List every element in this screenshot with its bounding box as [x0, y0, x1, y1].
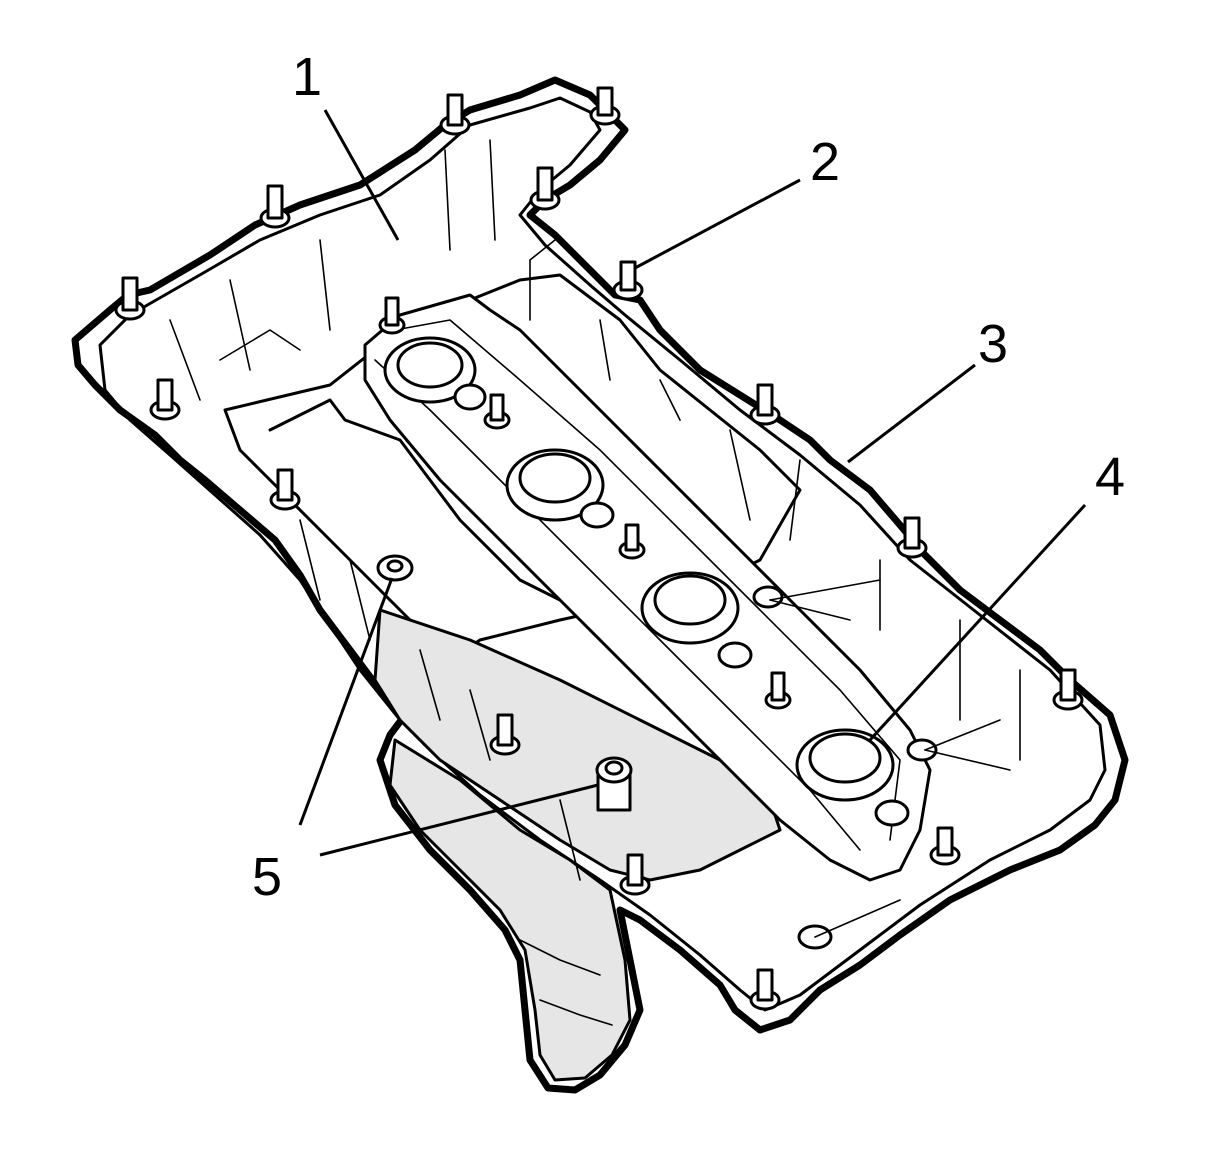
- callout-labels: 1 2 3 4 5: [252, 47, 1125, 907]
- leader-line-5b: [319, 783, 599, 857]
- stud: [269, 468, 301, 511]
- stud: [619, 853, 651, 896]
- stud: [259, 184, 291, 229]
- stud: [612, 260, 644, 301]
- stud: [896, 516, 928, 559]
- boss-upper: [376, 554, 414, 582]
- callout-3: 3: [978, 314, 1008, 374]
- boss-lower: [595, 756, 633, 812]
- stud: [149, 378, 181, 421]
- leader-line-1: [323, 109, 400, 241]
- stud: [489, 713, 521, 756]
- leader-line-5a: [298, 577, 394, 826]
- stud: [378, 296, 406, 335]
- stud: [483, 393, 511, 430]
- plug-bore-1: [383, 336, 487, 411]
- stud: [114, 276, 146, 321]
- interior-ribs: [169, 139, 1021, 938]
- plug-bore-2: [505, 448, 615, 529]
- callout-4: 4: [1095, 447, 1125, 507]
- stud: [589, 86, 621, 126]
- leader-line-4: [868, 503, 1087, 742]
- plug-bore-3: [640, 571, 753, 669]
- stud: [764, 671, 792, 710]
- stud: [439, 93, 471, 136]
- stud: [749, 383, 781, 426]
- callout-5: 5: [252, 847, 282, 907]
- bracket-foot: [388, 738, 632, 1082]
- callout-1: 1: [292, 47, 322, 107]
- stud: [929, 826, 961, 866]
- stud: [749, 968, 781, 1011]
- spark-plug-bores: [383, 336, 910, 827]
- center-rail: [363, 293, 932, 882]
- leader-line-3: [847, 363, 976, 464]
- leader-lines: [298, 109, 1087, 857]
- stud: [529, 166, 561, 211]
- callout-2: 2: [810, 132, 840, 192]
- stud: [1052, 668, 1084, 711]
- bolt-studs: [114, 86, 1084, 1011]
- stud: [618, 523, 646, 560]
- leader-line-2: [634, 178, 801, 270]
- valley-floor: [223, 273, 802, 882]
- plug-bore-4: [795, 728, 910, 827]
